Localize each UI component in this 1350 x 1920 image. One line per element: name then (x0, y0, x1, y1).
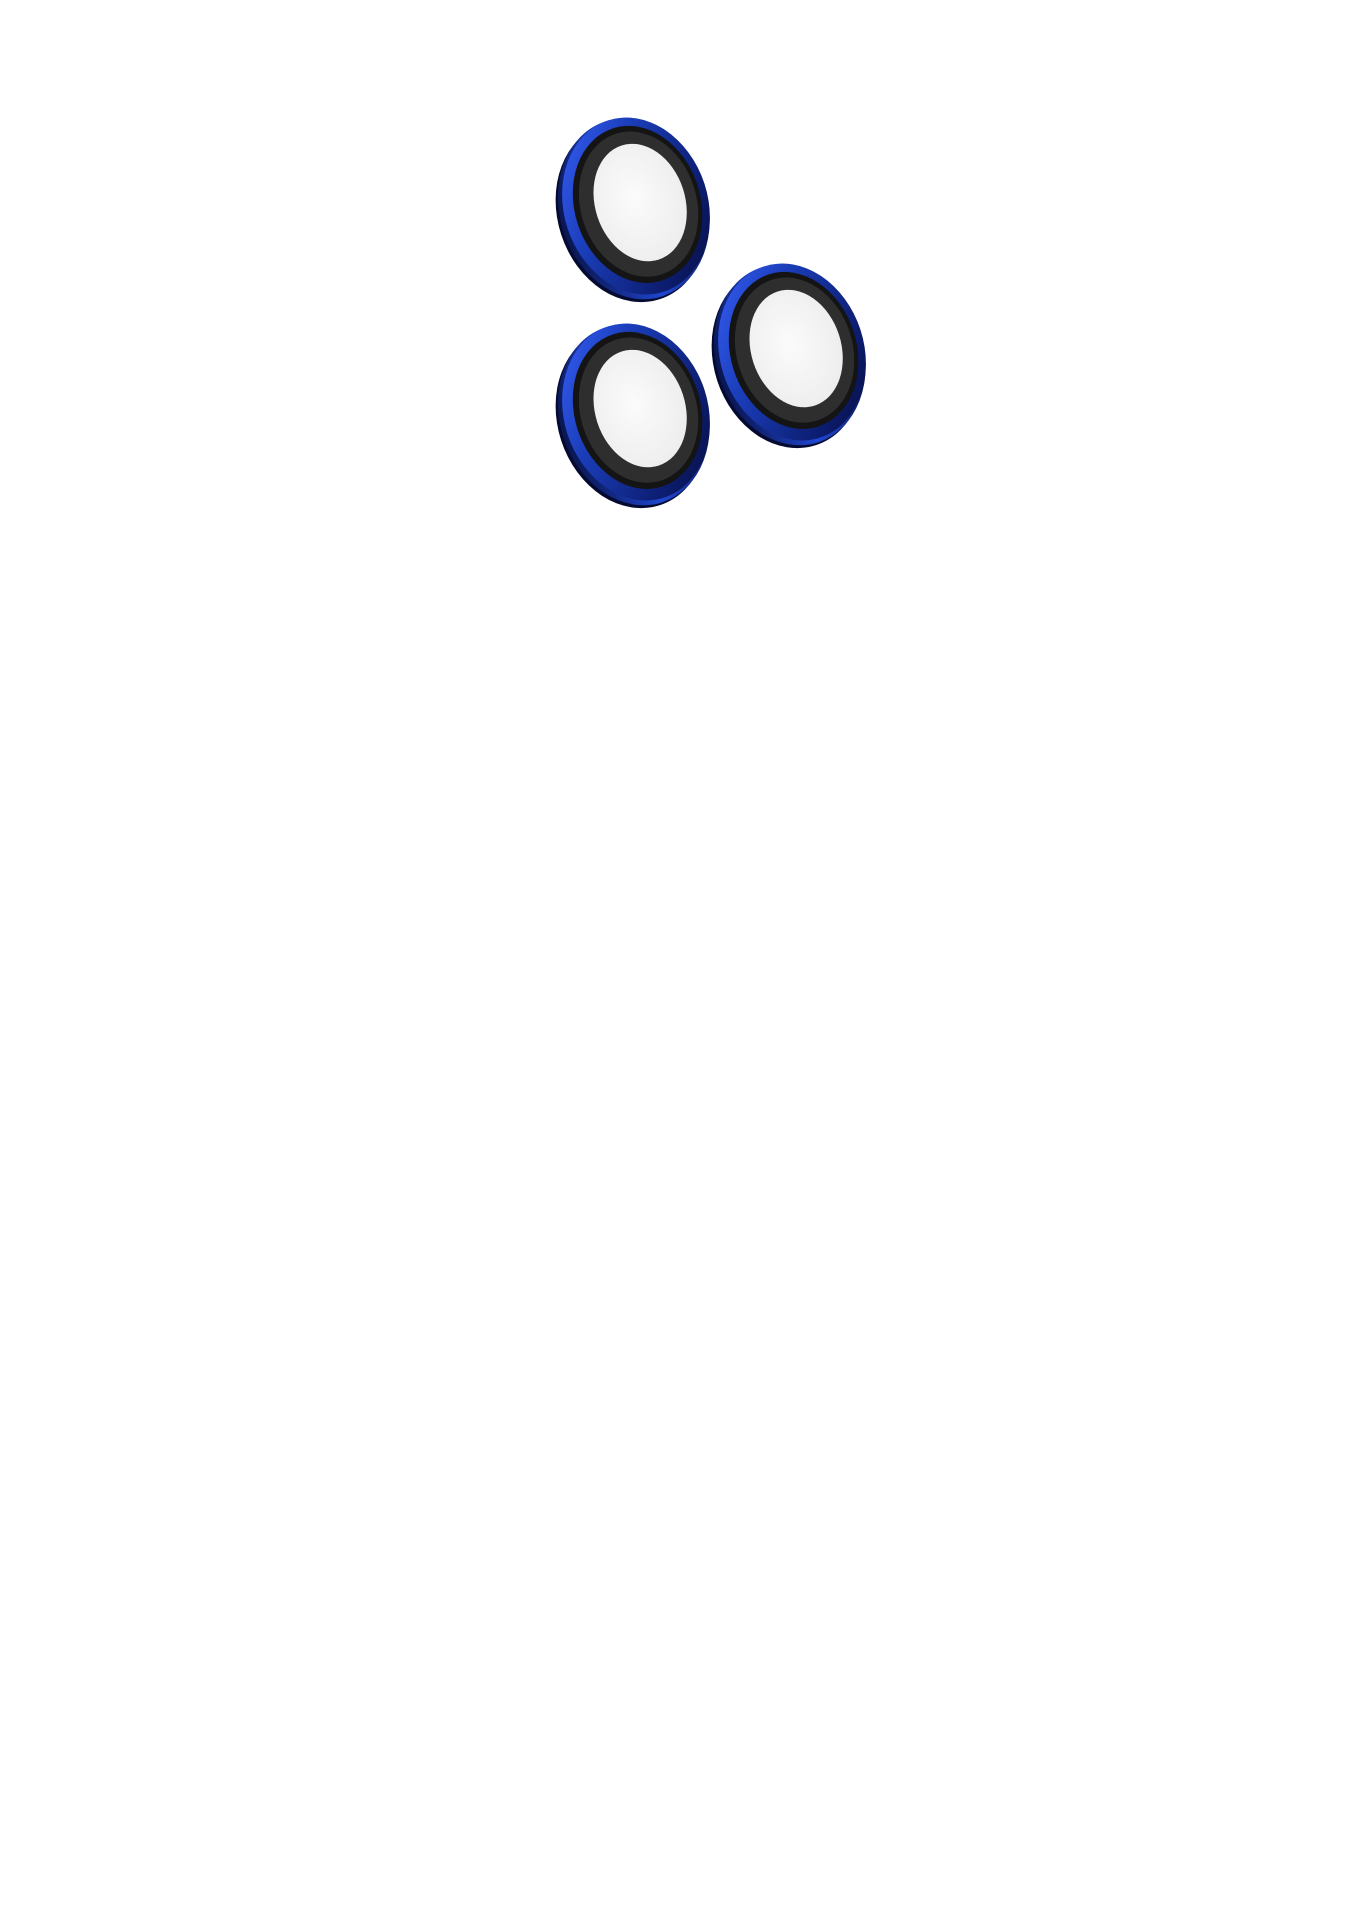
lens-ring-bottom-left (555, 323, 710, 509)
lens-ring-top-left (555, 117, 710, 303)
lens-ring-right (711, 263, 866, 449)
